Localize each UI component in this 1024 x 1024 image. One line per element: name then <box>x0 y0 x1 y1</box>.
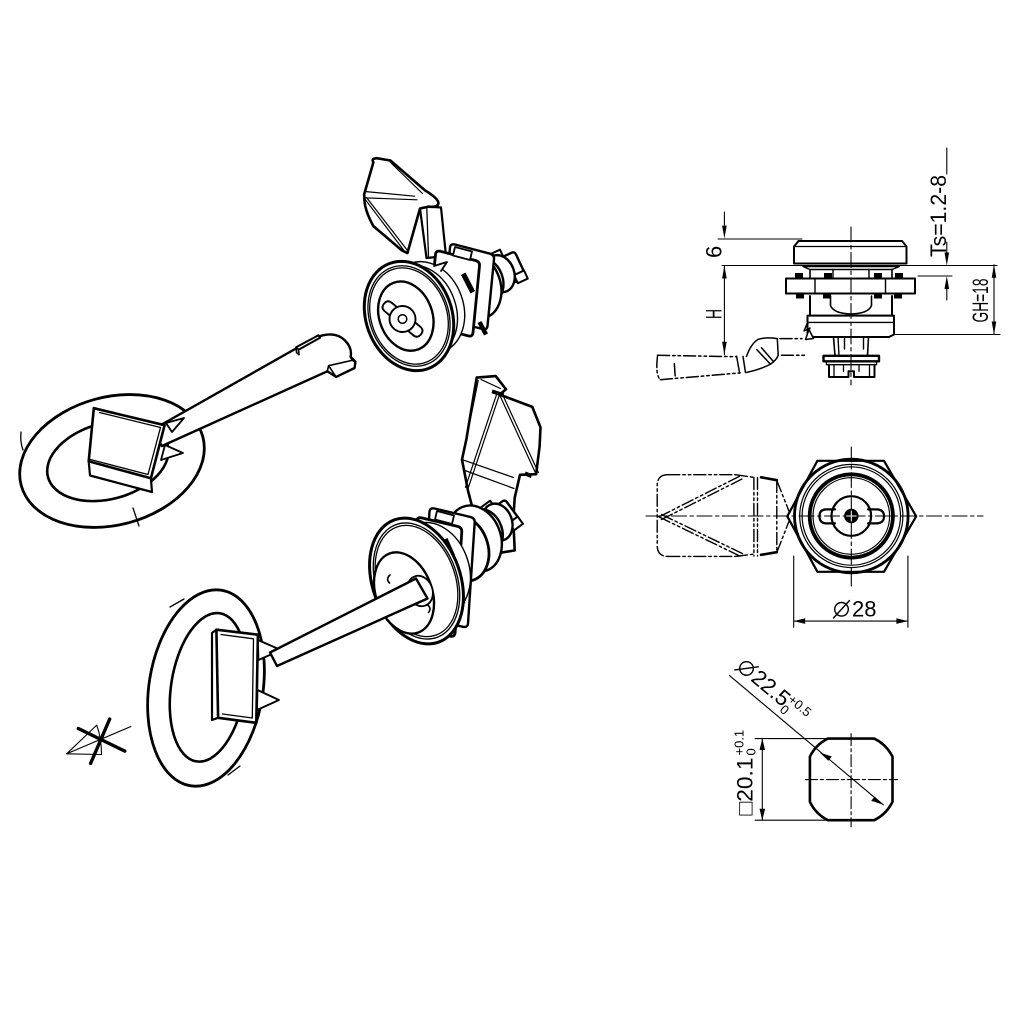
svg-text:6: 6 <box>702 246 727 258</box>
svg-text:Ts=1.2-8: Ts=1.2-8 <box>926 175 951 257</box>
svg-text:GH=18: GH=18 <box>968 279 993 323</box>
svg-text:+0.1: +0.1 <box>732 730 747 756</box>
svg-text:28: 28 <box>852 597 876 622</box>
svg-text:□20.1: □20.1 <box>733 758 758 816</box>
svg-text:H: H <box>702 309 727 319</box>
svg-text:0: 0 <box>744 748 759 755</box>
